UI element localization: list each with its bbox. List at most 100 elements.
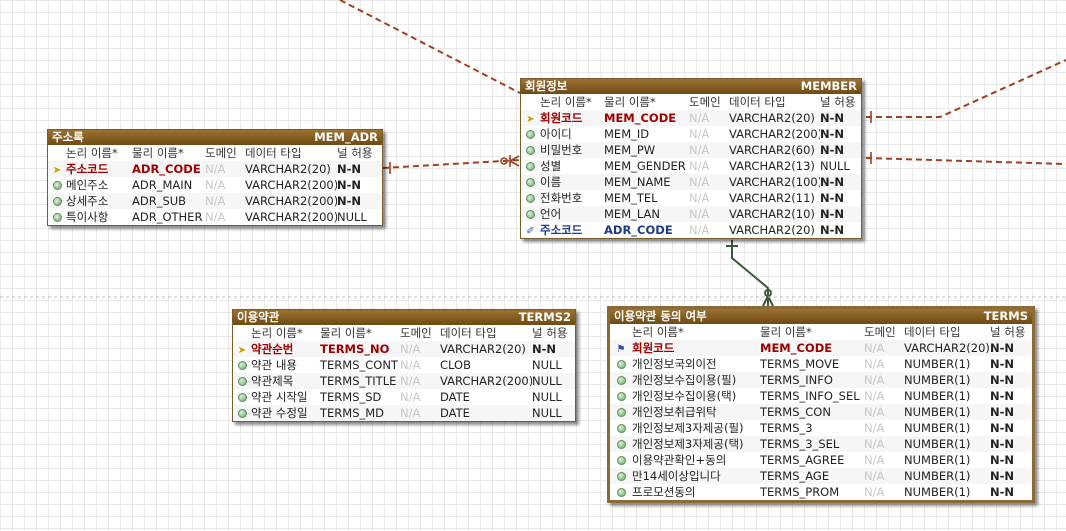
col-domain-header: 도메인 [205, 146, 237, 160]
attribute-logical-name: 성별 [540, 159, 562, 173]
attribute-data-type: NUMBER(1) [904, 469, 971, 483]
attribute-logical-name: 언어 [540, 207, 562, 221]
attribute-nullable: N-N [337, 178, 362, 192]
attribute-logical-name: 이름 [540, 175, 562, 189]
attribute-icon [610, 468, 632, 484]
attribute-domain: N/A [400, 406, 421, 420]
entity-header[interactable]: 이용약관 동의 여부 TERMS [610, 309, 1032, 324]
column-header-row: 논리 이름* 물리 이름* 도메인 데이터 타입 널 허용 [233, 325, 575, 341]
attribute-nullable: N-N [990, 357, 1015, 371]
attribute-physical-name: MEM_PW [604, 143, 656, 157]
attribute-domain: N/A [864, 469, 885, 483]
entity-logical-name: 회원정보 [525, 79, 568, 93]
attribute-nullable: NULL [532, 374, 562, 388]
attribute-nullable: NULL [532, 358, 562, 372]
attribute-physical-name: MEM_NAME [604, 175, 671, 189]
attribute-icon [233, 373, 251, 389]
attribute-physical-name: MEM_ID [604, 127, 650, 141]
attribute-data-type: VARCHAR2(200) [245, 194, 337, 208]
attribute-domain: N/A [864, 341, 885, 355]
attribute-nullable: NULL [820, 159, 850, 173]
attribute-data-type: VARCHAR2(200) [245, 178, 337, 192]
entity-header[interactable]: 회원정보 MEMBER [521, 79, 861, 94]
attribute-nullable: N-N [990, 341, 1015, 355]
entity-member[interactable]: 회원정보 MEMBER 논리 이름* 물리 이름* 도메인 데이터 타입 널 허… [520, 78, 862, 239]
entity-terms[interactable]: 이용약관 동의 여부 TERMS 논리 이름* 물리 이름* 도메인 데이터 타… [607, 306, 1035, 503]
entity-terms2[interactable]: 이용약관 TERMS2 논리 이름* 물리 이름* 도메인 데이터 타입 널 허… [232, 309, 576, 422]
entity-mem-adr[interactable]: 주소록 MEM_ADR 논리 이름* 물리 이름* 도메인 데이터 타입 널 허… [47, 129, 383, 226]
entity-logical-name: 이용약관 [237, 310, 280, 324]
attribute-physical-name: TERMS_PROM [760, 485, 840, 499]
col-domain-header: 도메인 [400, 326, 432, 340]
attribute-logical-name: 비밀번호 [540, 143, 583, 157]
attribute-nullable: N-N [337, 162, 362, 176]
attribute-logical-name: 개인정보취급위탁 [632, 405, 717, 419]
attribute-nullable: N-N [990, 389, 1015, 403]
attribute-data-type: NUMBER(1) [904, 453, 971, 467]
attribute-domain: N/A [689, 207, 710, 221]
attribute-data-type: VARCHAR2(11) [729, 191, 815, 205]
attribute-icon [610, 388, 632, 404]
attribute-physical-name: TERMS_3_SEL [760, 437, 840, 451]
attribute-domain: N/A [689, 175, 710, 189]
attribute-data-type: NUMBER(1) [904, 373, 971, 387]
attribute-physical-name: TERMS_INFO [760, 373, 833, 387]
attribute-physical-name: MEM_TEL [604, 191, 658, 205]
attribute-data-type: VARCHAR2(20) [729, 111, 815, 125]
zero-cardinality-icon [500, 157, 508, 165]
attribute-data-type: NUMBER(1) [904, 437, 971, 451]
attribute-domain: N/A [864, 389, 885, 403]
attribute-icon [48, 209, 66, 225]
attribute-data-type: DATE [440, 406, 470, 420]
attribute-nullable: N-N [990, 421, 1015, 435]
attribute-physical-name: TERMS_TITLE [320, 374, 397, 388]
attribute-icon [610, 436, 632, 452]
attribute-data-type: VARCHAR2(60) [729, 143, 815, 157]
attribute-domain: N/A [689, 159, 710, 173]
col-null-header: 널 허용 [532, 326, 568, 340]
attribute-physical-name: TERMS_CON [760, 405, 831, 419]
attribute-physical-name: ADR_MAIN [132, 178, 193, 192]
entity-header[interactable]: 주소록 MEM_ADR [48, 130, 382, 145]
attribute-icon [610, 420, 632, 436]
col-physical-header: 물리 이름* [320, 326, 372, 340]
col-null-header: 널 허용 [337, 146, 373, 160]
attribute-physical-name: TERMS_INFO_SEL [760, 389, 860, 403]
attribute-icon [521, 174, 540, 190]
attribute-domain: N/A [205, 178, 226, 192]
attribute-domain: N/A [689, 223, 710, 237]
attribute-data-type: VARCHAR2(10) [729, 207, 815, 221]
attribute-data-type: VARCHAR2(20) [729, 223, 815, 237]
entity-header[interactable]: 이용약관 TERMS2 [233, 310, 575, 325]
attribute-nullable: N-N [820, 191, 845, 205]
